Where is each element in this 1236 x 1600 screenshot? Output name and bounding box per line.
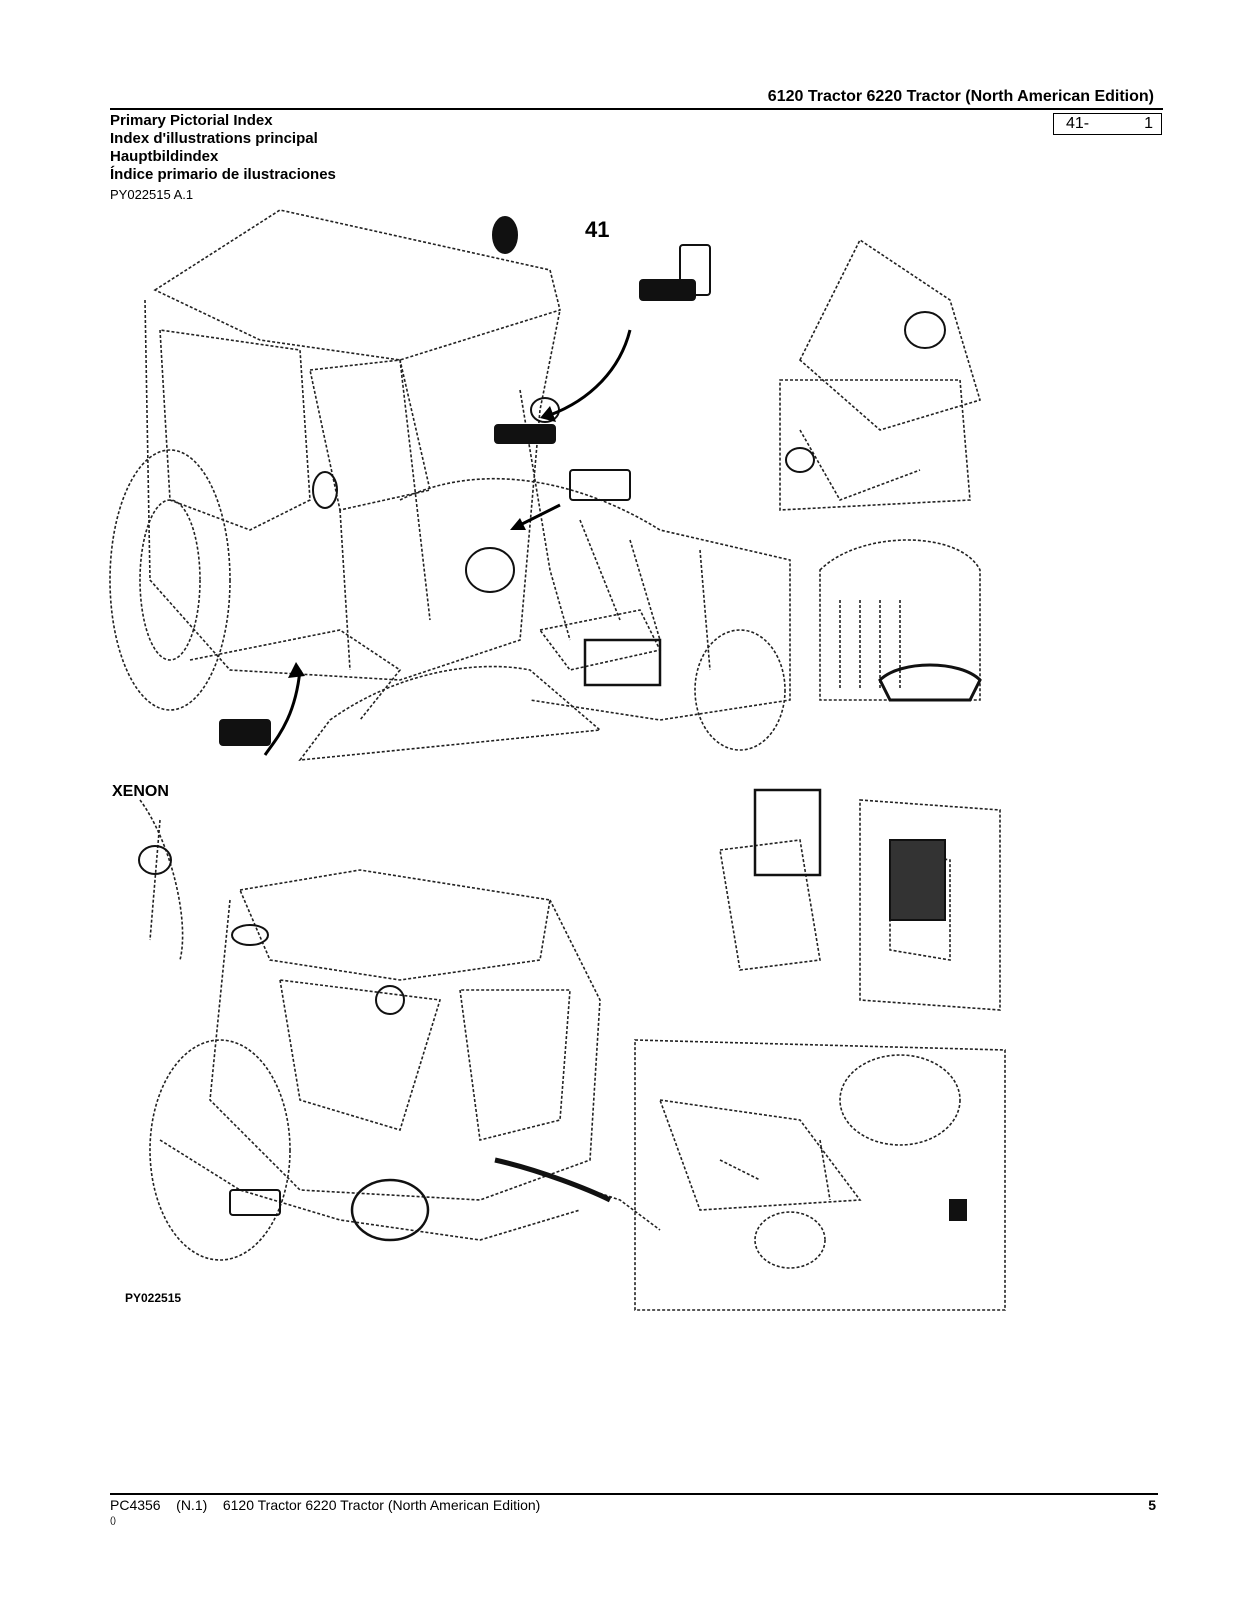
footer-divider [110,1493,1158,1495]
inset-rear-light-drawing [779,238,981,511]
title-french: Index d'illustrations principal [110,130,318,147]
title-german: Hauptbildindex [110,148,219,165]
tractor-front-drawing [139,799,661,1261]
drawing-id-label: PY022515 [125,1291,181,1305]
inset-hood-light-drawing [819,539,981,701]
footer-title: 6120 Tractor 6220 Tractor (North America… [222,1497,541,1513]
page-section: 41- [1066,115,1090,132]
tractor-electrical-illustration: 41 XENON PY022515 [109,209,1006,1311]
footer-document-info: PC4356 (N.1) 6120 Tractor 6220 Tractor (… [110,1497,540,1513]
footer-page-number: 5 [1148,1497,1156,1513]
inset-cab-interior-drawing [634,1039,1006,1311]
inset-control-unit-drawing [719,799,1001,1011]
title-spanish: Índice primario de ilustraciones [110,166,336,183]
page-number: 1 [1144,115,1153,132]
figure-group-label: 41 [585,217,609,242]
footer-revision: (N.1) [176,1497,208,1513]
page-reference-box: 41- 1 [1053,113,1162,135]
header-divider [110,108,1163,110]
title-english: Primary Pictorial Index [110,112,273,129]
footer-doc-code: PC4356 [110,1497,161,1513]
figure-reference-id: PY022515 A.1 [110,187,194,202]
footer-small-note: () [110,1515,116,1525]
index-titles: Primary Pictorial Index Index d'illustra… [110,112,336,184]
document-header-title: 6120 Tractor 6220 Tractor (North America… [767,88,1154,105]
xenon-label: XENON [112,783,169,800]
